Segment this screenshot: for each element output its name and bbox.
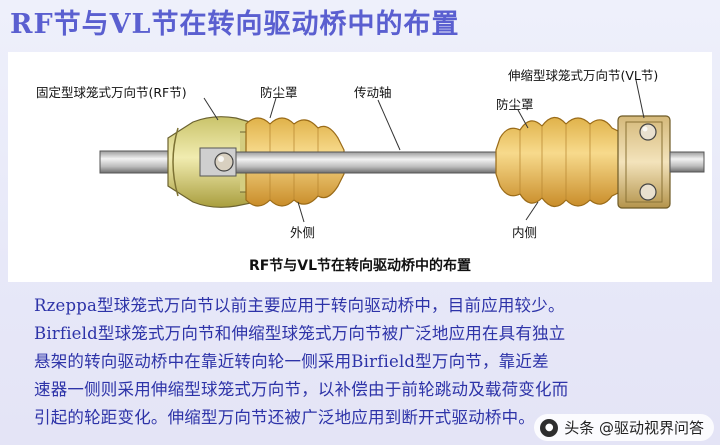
body-line-5: 引起的轮距变化。伸缩型万向节还被广泛地应用到断开式驱动桥中。: [34, 408, 535, 427]
label-inner: 内侧: [512, 225, 538, 240]
body-text: Rzeppa型球笼式万向节以前主要应用于转向驱动桥中，目前应用较少。 Birfi…: [34, 292, 714, 432]
label-shaft: 传动轴: [354, 85, 392, 100]
body-line-3: 悬架的转向驱动桥中在靠近转向轮一侧采用Birfield型万向节，靠近差: [34, 352, 549, 371]
vl-ball: [639, 123, 657, 141]
watermark: ● 头条 @驱动视界问答: [534, 414, 714, 441]
rf-ball: [214, 152, 234, 172]
watermark-logo-icon: ●: [540, 418, 559, 437]
label-boot-right: 防尘罩: [496, 97, 534, 112]
driveshaft-diagram: [99, 79, 705, 223]
driveshaft-figure: 固定型球笼式万向节(RF节) 防尘罩 传动轴 防尘罩 伸缩型球笼式万向节(VL节…: [8, 52, 712, 282]
label-outer: 外侧: [290, 225, 316, 240]
figure-caption: RF节与VL节在转向驱动桥中的布置: [248, 258, 472, 274]
right-boot: [495, 116, 621, 208]
output-stub: [669, 151, 705, 173]
slide-title: RF节与VL节在转向驱动桥中的布置: [10, 9, 460, 40]
body-line-4: 速器一侧则采用伸缩型球笼式万向节，以补偿由于前轮跳动及载荷变化而: [34, 380, 569, 399]
body-line-2: Birfield型球笼式万向节和伸缩型球笼式万向节被广泛地应用在具有独立: [34, 324, 566, 343]
label-boot-left: 防尘罩: [260, 85, 298, 100]
label-rf-joint: 固定型球笼式万向节(RF节): [36, 85, 187, 100]
body-line-1: Rzeppa型球笼式万向节以前主要应用于转向驱动桥中，目前应用较少。: [34, 296, 565, 315]
watermark-text: 头条 @驱动视界问答: [564, 419, 704, 437]
label-vl-joint: 伸缩型球笼式万向节(VL节): [508, 68, 659, 83]
